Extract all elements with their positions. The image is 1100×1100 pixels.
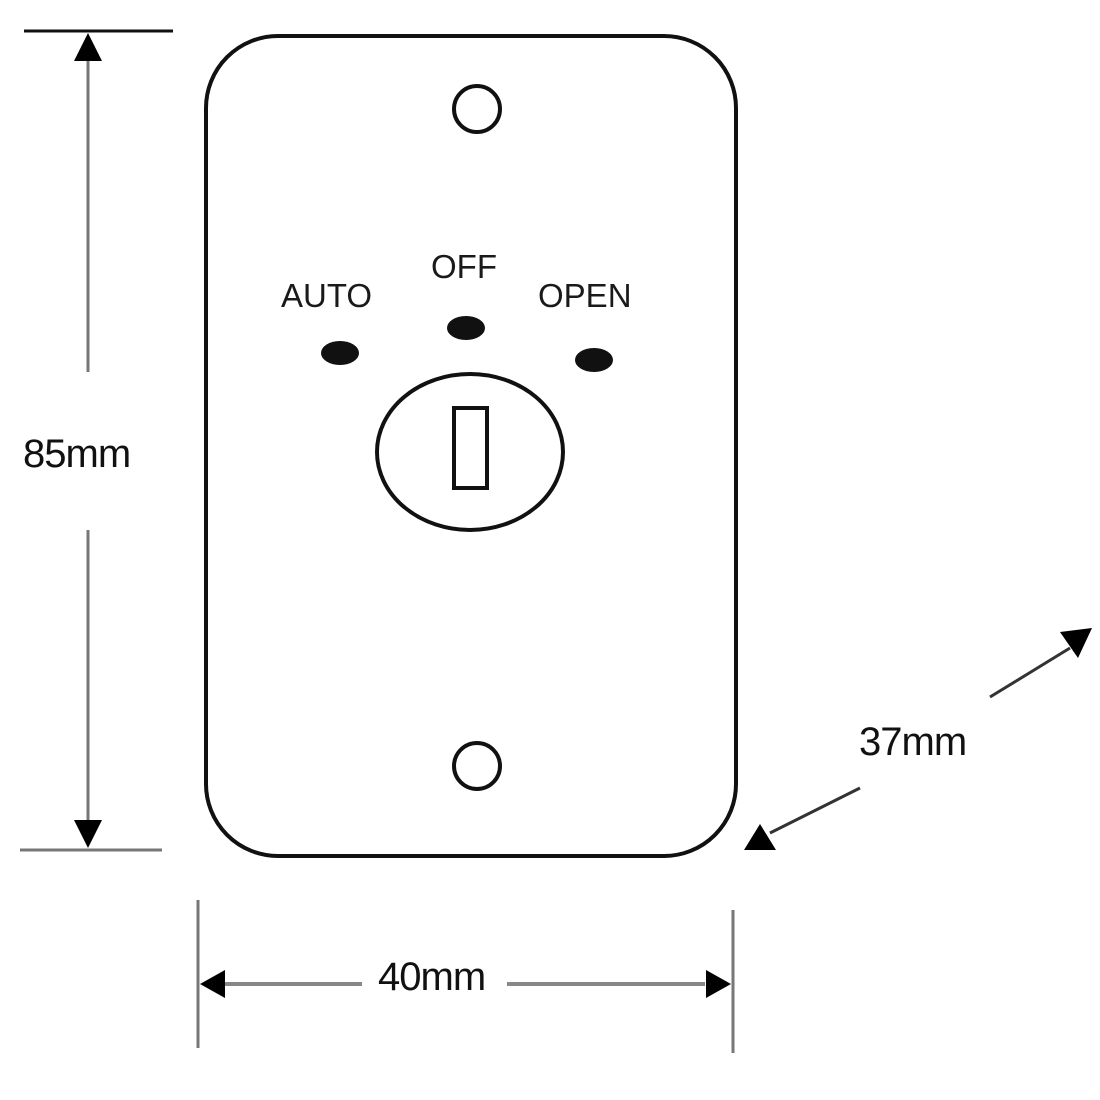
- auto-position-label: AUTO: [281, 277, 373, 314]
- width-arrow-right-icon: [706, 970, 731, 998]
- top-screw-hole-icon: [452, 84, 502, 134]
- off-indicator-dot: [447, 316, 485, 340]
- open-indicator-dot: [575, 348, 613, 372]
- height-arrow-up-icon: [74, 33, 102, 61]
- depth-dim-line-lower: [769, 786, 861, 835]
- depth-dim-line-upper: [989, 646, 1071, 699]
- off-position-label: OFF: [431, 248, 497, 285]
- key-cylinder-icon: [375, 372, 565, 532]
- width-arrow-left-icon: [200, 970, 225, 998]
- depth-arrow-up-right-icon: [1060, 628, 1092, 658]
- height-arrow-down-icon: [74, 820, 102, 848]
- switch-plate-outline: [204, 34, 738, 858]
- auto-indicator-dot: [321, 341, 359, 365]
- depth-dimension-label: 37mm: [859, 720, 967, 764]
- bottom-screw-hole-icon: [452, 741, 502, 791]
- height-dimension-label: 85mm: [23, 432, 131, 476]
- keyhole-slot-icon: [452, 406, 489, 490]
- width-dimension-label: 40mm: [378, 955, 486, 999]
- depth-arrow-down-left-icon: [744, 824, 776, 850]
- open-position-label: OPEN: [538, 277, 632, 314]
